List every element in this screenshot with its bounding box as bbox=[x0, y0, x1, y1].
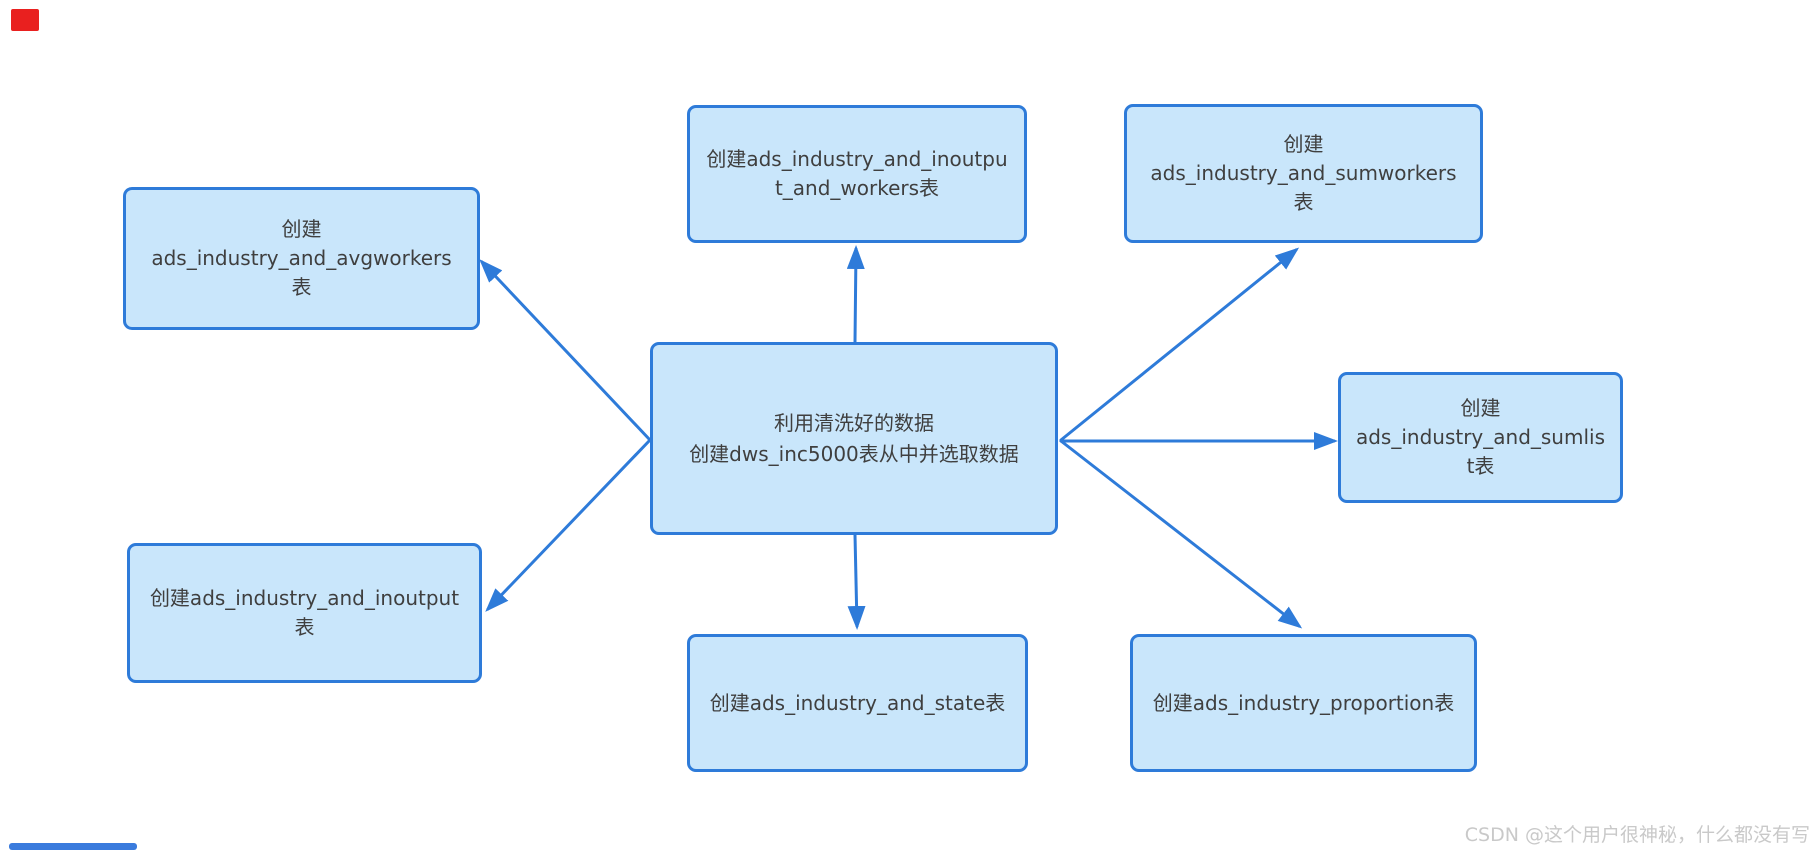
arrow-center-to-inoutput bbox=[485, 438, 652, 612]
node-text-line: 表 bbox=[294, 615, 315, 639]
red-corner-mark bbox=[11, 9, 39, 31]
node-text-line: ads_industry_and_sumworkers bbox=[1150, 161, 1457, 185]
node-inoutput-and-workers: 创建ads_industry_and_inoutpu t_and_workers… bbox=[687, 105, 1027, 243]
csdn-watermark: CSDN @这个用户很神秘，什么都没有写 bbox=[1464, 824, 1810, 846]
node-text-line: ads_industry_and_avgworkers bbox=[151, 246, 452, 270]
arrow-center-to-state bbox=[847, 533, 866, 630]
node-text-line: 利用清洗好的数据 bbox=[774, 410, 934, 435]
arrow-center-to-avgworkers bbox=[479, 259, 652, 442]
arrow-center-to-inoutput-workers bbox=[846, 245, 865, 344]
node-text-line: 创建 bbox=[1283, 132, 1324, 156]
node-text-line: 创建ads_industry_and_inoutpu bbox=[706, 147, 1008, 171]
node-sumlist: 创建 ads_industry_and_sumlis t表 bbox=[1338, 372, 1623, 503]
arrow-center-to-proportion bbox=[1059, 439, 1303, 629]
node-text-line: ads_industry_and_sumlis bbox=[1355, 425, 1606, 449]
node-text-line: 表 bbox=[291, 275, 312, 299]
node-center-dws-inc5000: 利用清洗好的数据 创建dws_inc5000表从中并选取数据 bbox=[650, 342, 1058, 535]
node-text-line: 创建 bbox=[1460, 396, 1501, 420]
node-text-line: t_and_workers表 bbox=[774, 176, 940, 200]
node-text-line: 创建dws_inc5000表从中并选取数据 bbox=[689, 441, 1019, 466]
arrow-center-to-sumworkers bbox=[1059, 247, 1300, 442]
node-text-line: 创建ads_industry_proportion表 bbox=[1152, 690, 1455, 715]
blue-corner-mark bbox=[9, 843, 137, 850]
node-sumworkers: 创建 ads_industry_and_sumworkers 表 bbox=[1124, 104, 1483, 243]
node-text-line: t表 bbox=[1466, 454, 1495, 478]
node-text-line: 创建 bbox=[281, 217, 322, 241]
node-text-line: 创建ads_industry_and_inoutput bbox=[149, 586, 460, 610]
node-avgworkers: 创建 ads_industry_and_avgworkers 表 bbox=[123, 187, 480, 330]
node-proportion: 创建ads_industry_proportion表 bbox=[1130, 634, 1477, 772]
node-text-line: 创建ads_industry_and_state表 bbox=[709, 690, 1006, 715]
node-state: 创建ads_industry_and_state表 bbox=[687, 634, 1028, 772]
node-inoutput: 创建ads_industry_and_inoutput 表 bbox=[127, 543, 482, 683]
node-text-line: 表 bbox=[1293, 190, 1314, 214]
